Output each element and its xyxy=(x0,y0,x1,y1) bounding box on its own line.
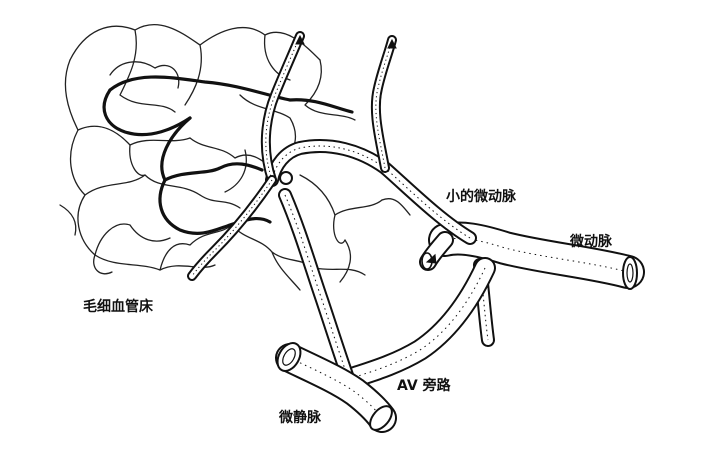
vessel-openings xyxy=(276,252,638,431)
arteriole-label: 微动脉 xyxy=(570,234,612,250)
thoroughfare-channels xyxy=(102,75,354,235)
vessel-tubes xyxy=(187,31,645,433)
capillary-bed-label: 毛细血管床 xyxy=(83,299,153,315)
venule-label: 微静脉 xyxy=(279,410,321,426)
av-shunt-label: AV 旁路 xyxy=(397,378,451,394)
small-arteriole-label: 小的微动脉 xyxy=(446,189,516,205)
flow-arrows xyxy=(279,34,437,264)
